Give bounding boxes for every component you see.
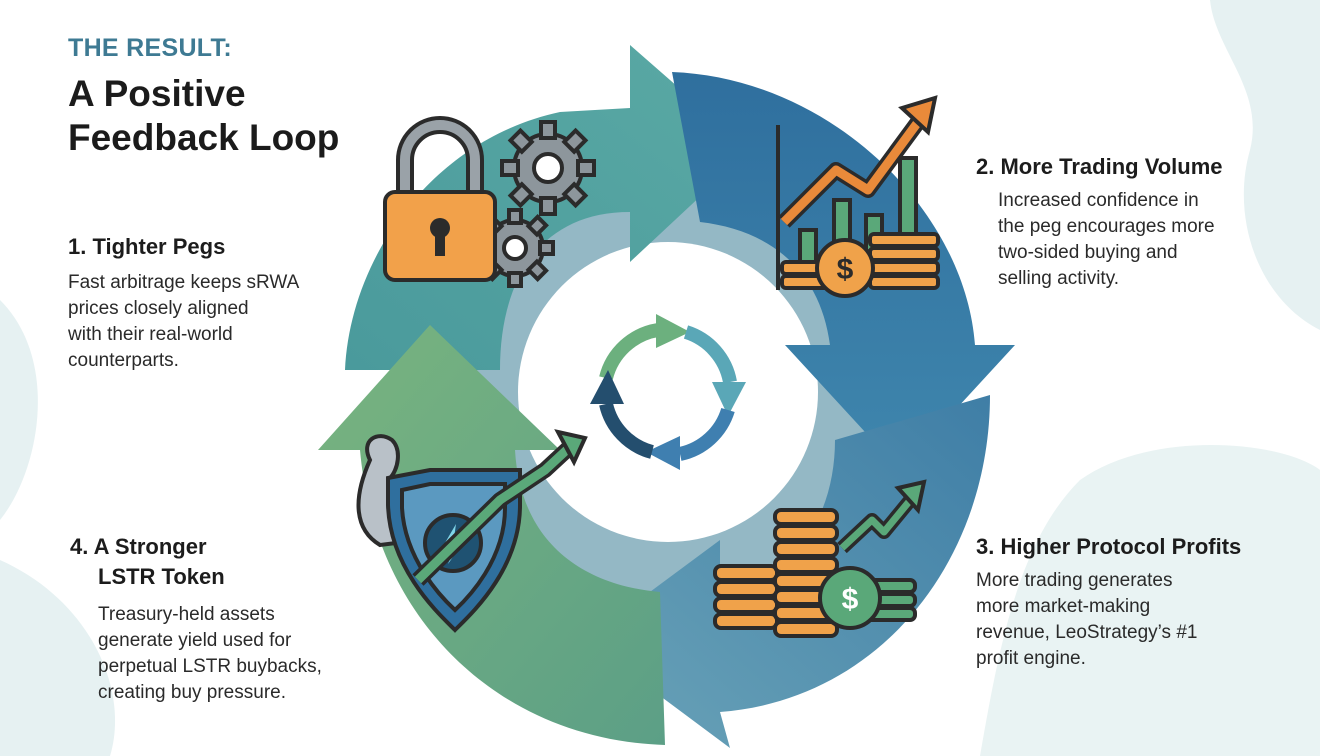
step-2-line: Increased confidence in — [998, 190, 1199, 211]
step-4-line: generate yield used for — [98, 630, 292, 651]
step-3-line: profit engine. — [976, 648, 1086, 669]
step-1-line: prices closely aligned — [68, 298, 249, 319]
step-2-line: selling activity. — [998, 268, 1120, 289]
page-title-line1: A Positive — [68, 73, 246, 114]
step-2-body: Increased confidence in the peg encourag… — [998, 188, 1215, 292]
step-1-title: 1. Tighter Pegs — [68, 234, 226, 259]
step-1-body: Fast arbitrage keeps sRWA prices closely… — [68, 270, 299, 374]
svg-text:$: $ — [837, 253, 854, 286]
step-1-line: with their real-world — [68, 324, 233, 345]
gear-icon — [500, 120, 596, 216]
step-2-line: the peg encourages more — [998, 216, 1215, 237]
step-4-line: creating buy pressure. — [98, 682, 286, 703]
lock-icon — [383, 116, 497, 282]
page-title-line2: Feedback Loop — [68, 117, 340, 158]
svg-text:$: $ — [842, 583, 859, 616]
step-2-line: two-sided buying and — [998, 242, 1178, 263]
step-4-line: perpetual LSTR buybacks, — [98, 656, 322, 677]
step-4-title-line2: LSTR Token — [98, 564, 225, 589]
step-4-line: Treasury-held assets — [98, 604, 275, 625]
center-disc — [518, 242, 818, 542]
step-4-title-line1: 4. A Stronger — [70, 534, 207, 559]
step-1-line: Fast arbitrage keeps sRWA — [68, 272, 300, 293]
step-3-body: More trading generates more market-makin… — [976, 568, 1197, 672]
step-3-line: revenue, LeoStrategy’s #1 — [976, 622, 1198, 643]
step-3-title: 3. Higher Protocol Profits — [976, 534, 1242, 559]
step-3-line: more market-making — [976, 596, 1151, 617]
header-kicker: THE RESULT: — [68, 34, 232, 62]
step-3-line: More trading generates — [976, 570, 1173, 591]
step-1-line: counterparts. — [68, 350, 179, 371]
step-2-title: 2. More Trading Volume — [976, 154, 1223, 179]
step-4-body: Treasury-held assets generate yield used… — [98, 602, 322, 706]
